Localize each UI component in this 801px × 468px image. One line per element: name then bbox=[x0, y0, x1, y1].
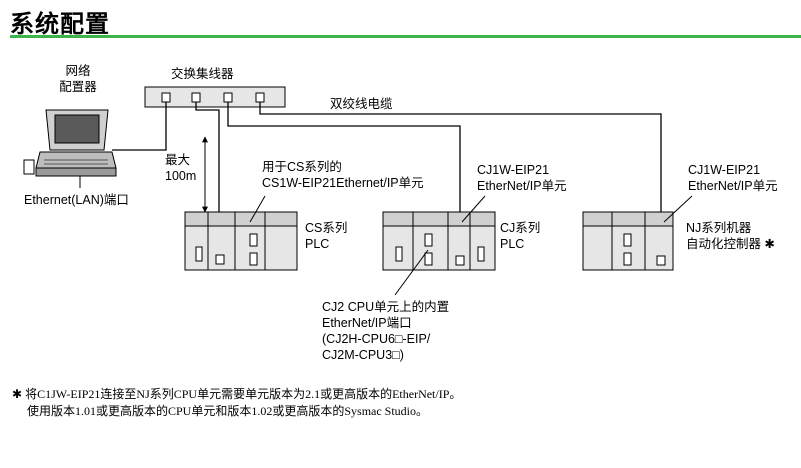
switching-hub-label: 交换集线器 bbox=[171, 67, 234, 81]
cj-ethernet-unit-label: CJ1W-EIP21 EtherNet/IP单元 bbox=[477, 163, 567, 193]
footnote-line-2: 使用版本1.01或更高版本的CPU单元和版本1.02或更高版本的Sysmac S… bbox=[27, 404, 429, 418]
cs-ethernet-unit-label: 用于CS系列的 CS1W-EIP21Ethernet/IP单元 bbox=[262, 160, 424, 190]
cs-plc-label: CS系列 PLC bbox=[305, 221, 348, 251]
switching-hub bbox=[144, 86, 286, 108]
twisted-pair-cables bbox=[112, 102, 662, 260]
twisted-pair-label: 双绞线电缆 bbox=[330, 97, 393, 111]
cj-series-plc bbox=[382, 211, 496, 271]
cs-series-plc bbox=[184, 211, 298, 271]
computer-icon bbox=[23, 109, 117, 188]
nj-series-controller bbox=[582, 211, 674, 271]
asterisk-icon: ✱ bbox=[12, 387, 23, 401]
ethernet-port-label: Ethernet(LAN)端口 bbox=[24, 193, 129, 207]
cj-plc-label: CJ系列 PLC bbox=[500, 221, 541, 251]
leader-lines bbox=[249, 195, 693, 296]
page-title: 系统配置 bbox=[10, 11, 110, 38]
title-underline bbox=[10, 35, 801, 38]
max-distance-label: 最大 100m bbox=[165, 153, 197, 183]
network-configurator-label: 网络 配置器 bbox=[59, 64, 97, 94]
nj-controller-label: NJ系列机器 自动化控制器 ✱ bbox=[686, 221, 775, 251]
nj-ethernet-unit-label: CJ1W-EIP21 EtherNet/IP单元 bbox=[688, 163, 778, 193]
footnote-line-1: ✱ 将C1JW-EIP21连接至NJ系列CPU单元需要单元版本为2.1或更高版本… bbox=[12, 387, 462, 401]
cj2-builtin-port-label: CJ2 CPU单元上的内置 EtherNet/IP端口 (CJ2H-CPU6□-… bbox=[322, 300, 450, 362]
